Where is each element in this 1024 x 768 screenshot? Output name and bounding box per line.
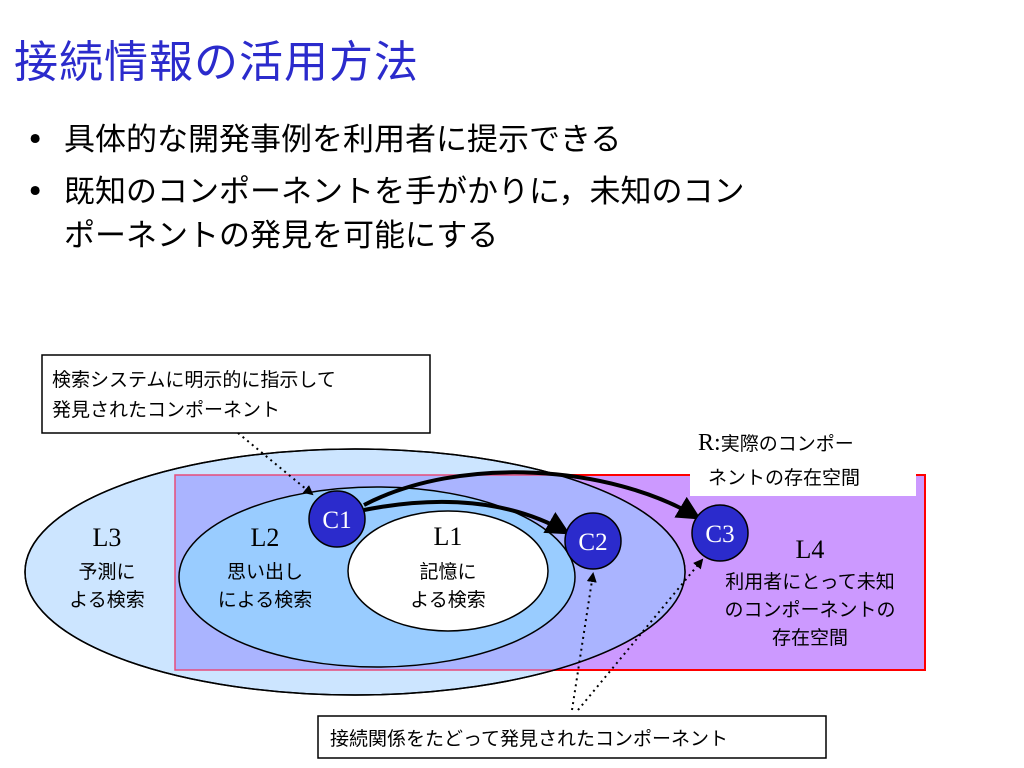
l1-desc-line2: よる検索 <box>410 589 485 611</box>
bullet-dot-icon: • <box>26 122 45 158</box>
region-r-label-line1: R:実際のコンポー <box>698 430 854 456</box>
bullet-dot-icon: • <box>26 174 45 210</box>
l4-desc-line3: 存在空間 <box>772 627 848 649</box>
node-c3[interactable]: C3 <box>691 504 749 562</box>
l3-desc-line1: 予測に <box>78 561 135 583</box>
bullet-list: • 具体的な開発事例を利用者に提示できる • 既知のコンポーネントを手がかりに，… <box>22 118 1012 266</box>
arrow-c1-to-c2 <box>363 499 571 535</box>
l3-desc-line2: よる検索 <box>69 589 144 611</box>
node-c1-label: C1 <box>322 507 351 534</box>
ellipse-l1 <box>347 510 549 632</box>
region-r-label-box <box>690 424 916 496</box>
bullet-item: • 具体的な開発事例を利用者に提示できる <box>22 118 1012 162</box>
pointer-callout-to-c2 <box>571 572 597 711</box>
callout-explicit-line1: 検索システムに明示的に指示して <box>52 369 336 391</box>
bullet-line: 既知のコンポーネントを手がかりに，未知のコン <box>64 174 745 210</box>
node-c2[interactable]: C2 <box>564 512 622 570</box>
l4-desc-line2: のコンポーネントの <box>724 599 895 621</box>
node-c3-label: C3 <box>705 521 734 548</box>
l1-desc-line1: 記憶に <box>419 561 476 583</box>
region-r-label-line2: ネントの存在空間 <box>708 467 860 489</box>
l4-desc-line1: 利用者にとって未知 <box>725 571 894 593</box>
pointer-callout-to-c3 <box>577 558 704 711</box>
node-c2-label: C2 <box>578 529 607 556</box>
callout-explicit-box <box>41 354 431 434</box>
slide-title: 接続情報の活用方法 <box>14 37 419 88</box>
callout-explicit-line2: 発見されたコンポーネント <box>52 399 280 421</box>
node-c1[interactable]: C1 <box>308 490 366 548</box>
l3-label: L3 <box>93 523 122 552</box>
l1-label: L1 <box>434 522 463 551</box>
l4-label: L4 <box>796 535 825 564</box>
pointer-callout-to-c1 <box>237 432 314 496</box>
callout-traced-text: 接続関係をたどって発見されたコンポーネント <box>330 728 728 750</box>
l2-label: L2 <box>251 523 280 552</box>
l2-desc-line1: 思い出し <box>227 561 303 583</box>
arrow-c1-to-c3 <box>363 470 702 520</box>
bullet-line: 具体的な開発事例を利用者に提示できる <box>64 122 622 158</box>
bullet-item: • 既知のコンポーネントを手がかりに，未知のコン ポーネントの発見を可能にする <box>22 170 1012 258</box>
callout-traced-box <box>317 715 827 759</box>
bullet-line: ポーネントの発見を可能にする <box>64 218 499 254</box>
ellipse-l3-outline <box>24 448 686 696</box>
l2-desc-line2: による検索 <box>218 589 312 611</box>
